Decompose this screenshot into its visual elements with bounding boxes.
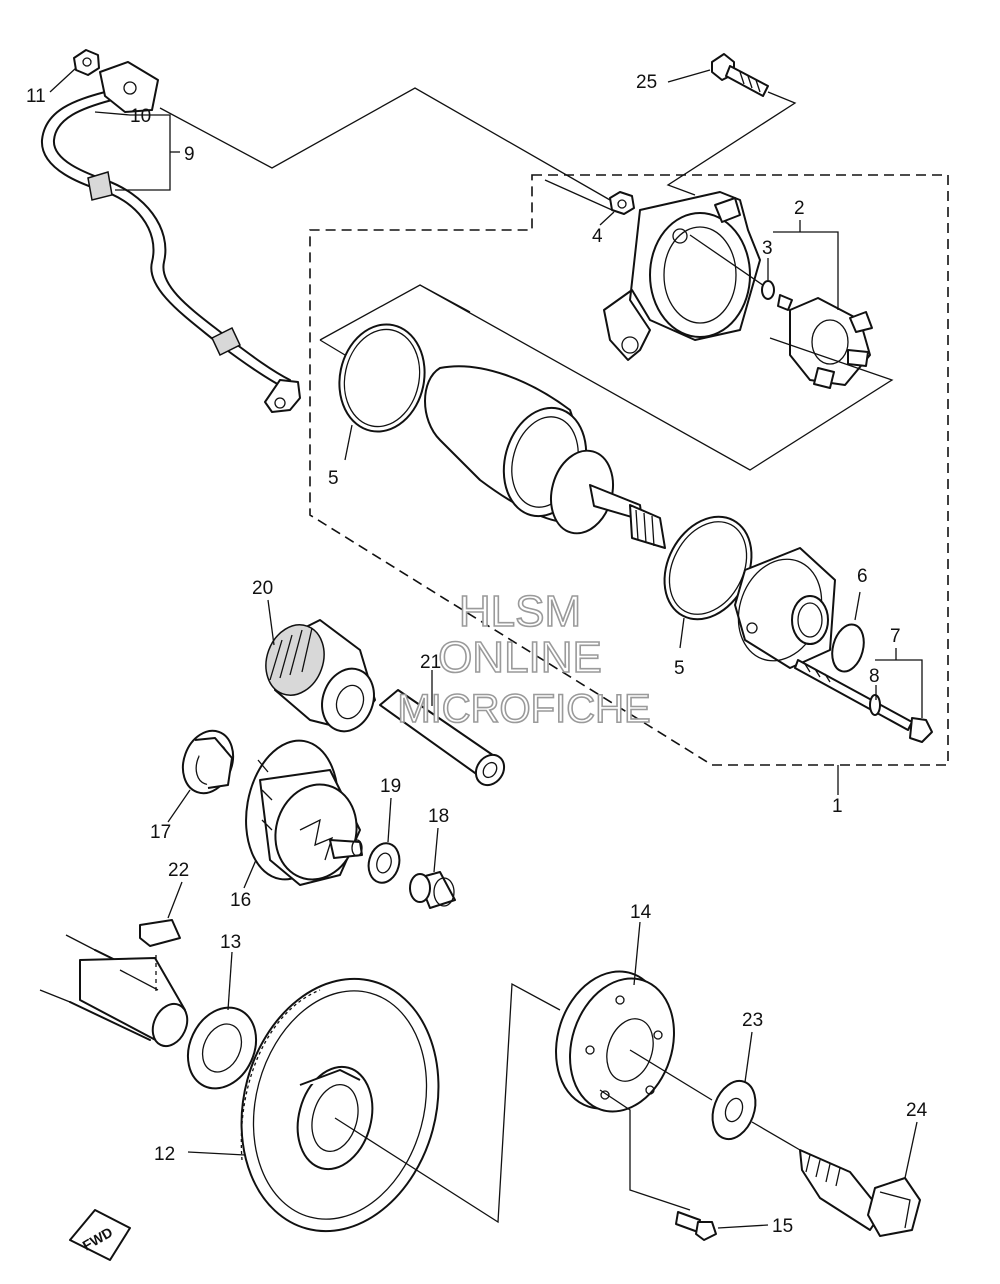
starter-cable [40, 91, 286, 389]
terminal-hole-upper [123, 81, 137, 95]
bolt-24 [799, 1149, 921, 1237]
label-part-5-upper: 5 [328, 468, 339, 489]
label-part-21: 21 [420, 652, 441, 673]
motor-panel-outline [319, 284, 894, 471]
starter-motor-yoke [424, 365, 666, 549]
label-part-7: 7 [890, 626, 901, 647]
starter-cable-assembly [40, 61, 301, 413]
label-part-4: 4 [592, 226, 603, 247]
cable-boot-upper [99, 61, 159, 113]
woodruff-key-22 [139, 919, 181, 947]
forward-direction-badge: FWD [69, 1209, 131, 1261]
label-part-12: 12 [154, 1144, 175, 1165]
washer-19 [367, 842, 401, 884]
cable-sleeve-lower [211, 326, 241, 357]
front-cover [734, 547, 836, 669]
rear-end-cover [603, 191, 771, 361]
bolt-25 [711, 53, 769, 97]
label-part-9: 9 [184, 144, 195, 165]
label-part-16: 16 [230, 890, 251, 911]
label-part-8: 8 [869, 666, 880, 687]
label-part-20: 20 [252, 578, 273, 599]
idler-gear-20 [265, 619, 376, 733]
starter-cable-outer [52, 99, 291, 381]
o-ring-5-upper [338, 323, 426, 433]
label-part-18: 18 [428, 806, 449, 827]
starter-wheel-gear-12 [240, 977, 440, 1233]
o-ring-3 [761, 280, 775, 300]
nut-4 [609, 191, 635, 215]
label-part-11: 11 [26, 86, 46, 107]
crankshaft-end [39, 934, 189, 1048]
through-bolt-7 [794, 659, 933, 743]
label-part-13: 13 [220, 932, 241, 953]
label-part-6: 6 [857, 566, 868, 587]
label-part-22: 22 [168, 860, 189, 881]
label-part-25: 25 [636, 72, 657, 93]
clutch-outer-14 [555, 970, 675, 1113]
watermark-line-3: MICROFICHE [397, 687, 650, 731]
label-part-5-lower: 5 [674, 658, 685, 679]
assembly-boundary-dashed [309, 174, 949, 766]
terminal-hole-lower [274, 397, 286, 409]
label-part-23: 23 [742, 1010, 763, 1031]
washer-8 [869, 694, 881, 716]
watermark-line-1: HLSM [459, 587, 581, 636]
brush-holder-2 [777, 294, 873, 389]
starter-clutch-16 [245, 739, 363, 886]
needle-bearing-18 [409, 871, 456, 909]
bolt-15 [675, 1211, 717, 1241]
label-part-17: 17 [150, 822, 171, 843]
label-part-10: 10 [130, 106, 151, 127]
label-part-15: 15 [772, 1216, 793, 1237]
cable-sleeve [87, 171, 113, 201]
nut-11 [73, 49, 100, 76]
washer-13 [186, 1006, 258, 1090]
label-part-3: 3 [762, 238, 773, 259]
o-ring-6 [831, 623, 865, 673]
part-labels: 1 2 3 4 5 5 6 7 8 9 10 11 12 13 14 15 16… [26, 72, 928, 1237]
bearing-17 [181, 729, 235, 795]
idler-shaft-21 [379, 689, 506, 787]
label-part-2: 2 [794, 198, 805, 219]
cable-terminal-lower [264, 379, 301, 413]
label-part-14: 14 [630, 902, 652, 923]
watermark: HLSM ONLINE MICROFICHE [397, 586, 652, 732]
watermark-line-2: ONLINE [438, 633, 602, 682]
label-part-19: 19 [380, 776, 401, 797]
label-part-1: 1 [832, 796, 843, 817]
label-part-24: 24 [906, 1100, 928, 1121]
washer-23 [711, 1079, 757, 1141]
